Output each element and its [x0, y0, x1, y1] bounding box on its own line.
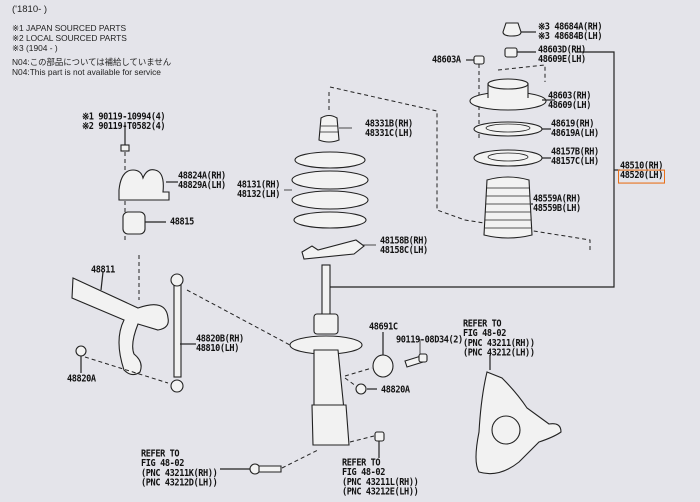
part-number: 48158C(LH)	[380, 245, 428, 257]
refer-text: REFER TO	[463, 318, 502, 330]
callout-stabilizer-bar[interactable]: 48811	[91, 264, 115, 276]
part-number: 48619A(LH)	[551, 128, 599, 140]
explode-outline	[329, 86, 591, 250]
stabilizer-bracket-icon	[118, 169, 178, 201]
explode-outline-top	[497, 64, 546, 82]
part-number: 48820A	[67, 373, 96, 385]
part-number: 48603A	[432, 54, 461, 66]
part-number: 48132(LH)	[237, 189, 280, 201]
callout-nut-cap[interactable]: ※3 48684A(RH) ※3 48684B(LH)	[538, 21, 603, 43]
steering-knuckle-icon	[475, 355, 562, 475]
callout-bracket-bolts[interactable]: ※1 90119-10994(4) ※2 90119-T0582(4)	[82, 111, 166, 133]
part-number: 48829A(LH)	[178, 180, 226, 192]
pnc-number: (PNC 43212E(LH))	[342, 487, 419, 498]
upper-nut-icon	[504, 47, 536, 58]
stabilizer-bar-icon	[71, 255, 169, 376]
callout-cushion[interactable]: 48691C	[369, 321, 398, 333]
callout-nut-48603a[interactable]: 48603A	[432, 54, 461, 66]
part-number: 48609E(LH)	[538, 54, 586, 66]
part-number: 48811	[91, 264, 115, 276]
part-number: 48691C	[369, 321, 398, 333]
part-number: 90119-08D34(2)	[396, 334, 463, 346]
callout-link[interactable]: 48820B(RH) 48810(LH)	[196, 333, 244, 355]
callout-upper-support[interactable]: 48603(RH) 48609(LH)	[548, 90, 591, 112]
callout-refer-bolt-left[interactable]: REFER TO FIG 48-02 (PNC 43211K(RH)) (PNC…	[141, 448, 218, 489]
callout-lower-insulator[interactable]: 48158B(RH) 48158C(LH)	[380, 235, 428, 257]
part-number: 48157B(RH)	[551, 146, 599, 158]
part-number: 48609(LH)	[548, 100, 591, 112]
bump-stopper-icon	[318, 92, 352, 143]
part-number: ※3 48684A(RH)	[538, 21, 603, 33]
callout-nut-mid[interactable]: 48820A	[381, 384, 410, 396]
part-number: 48815	[170, 216, 194, 228]
highlighted-part-number[interactable]: 48520(LH)	[618, 169, 665, 184]
lower-insulator-icon	[301, 239, 376, 260]
boot-icon	[483, 176, 533, 239]
pnc-number: (PNC 43211L(RH))	[342, 477, 419, 489]
callout-boot[interactable]: 48559A(RH) 48559B(LH)	[533, 193, 581, 215]
callout-bearing[interactable]: 48619(RH) 48619A(LH)	[551, 118, 599, 140]
part-number: 48559A(RH)	[533, 193, 581, 205]
upper-support-icon	[469, 78, 555, 111]
note-japan-sourced: ※1 JAPAN SOURCED PARTS	[12, 23, 127, 33]
note-date-range-3: ※3 (1904 - )	[12, 43, 58, 53]
nut-left-icon	[75, 345, 87, 373]
part-number: 48559B(LH)	[533, 203, 581, 215]
part-number: 48603(RH)	[548, 90, 591, 102]
bolt-icon	[404, 339, 428, 368]
lower-bolt-right-icon	[349, 431, 385, 458]
refer-text: REFER TO	[342, 457, 381, 469]
callout-nut-left[interactable]: 48820A	[67, 373, 96, 385]
part-number: ※2 90119-T0582(4)	[82, 121, 166, 133]
strut-assy-bracket	[330, 51, 620, 288]
figure-link[interactable]: FIG 48-02	[463, 328, 506, 340]
pnc-number: (PNC 43212(LH))	[463, 348, 535, 359]
coil-spring-icon	[284, 151, 369, 229]
part-number: 48510(RH)	[620, 160, 663, 172]
figure-link[interactable]: FIG 48-02	[342, 467, 385, 479]
part-number: 48619(RH)	[551, 118, 594, 130]
callout-bushing[interactable]: 48815	[170, 216, 194, 228]
callout-strut-assy[interactable]: 48510(RH) 48520(LH)	[618, 160, 665, 184]
note-local-sourced: ※2 LOCAL SOURCED PARTS	[12, 33, 127, 43]
callout-upper-nut[interactable]: 48603D(RH) 48609E(LH)	[538, 44, 586, 66]
part-number: 48331B(RH)	[365, 118, 413, 130]
callout-bump-stopper[interactable]: 48331B(RH) 48331C(LH)	[365, 118, 413, 140]
date-range: ('1810- )	[12, 4, 48, 15]
lower-bolt-left-icon	[220, 449, 319, 475]
pnc-number: (PNC 43211(RH))	[463, 338, 535, 350]
note-n04-english: N04:This part is not available for servi…	[12, 67, 161, 77]
nut-mid-icon	[344, 377, 377, 395]
refer-text: REFER TO	[141, 448, 180, 460]
part-number: 48820A	[381, 384, 410, 396]
callout-bracket[interactable]: 48824A(RH) 48829A(LH)	[178, 170, 226, 192]
callout-coil-spring[interactable]: 48131(RH) 48132(LH)	[237, 179, 280, 201]
callout-refer-knuckle[interactable]: REFER TO FIG 48-02 (PNC 43211(RH)) (PNC …	[463, 318, 535, 359]
callout-upper-insulator[interactable]: 48157B(RH) 48157C(LH)	[551, 146, 599, 168]
part-number: 48820B(RH)	[196, 333, 244, 345]
part-number: 48131(RH)	[237, 179, 280, 191]
part-number: ※1 90119-10994(4)	[82, 111, 166, 123]
pnc-number: (PNC 43211K(RH))	[141, 468, 218, 480]
stabilizer-link-icon	[84, 273, 291, 393]
part-number: 48810(LH)	[196, 343, 239, 355]
part-number: 48158B(RH)	[380, 235, 428, 247]
stabilizer-bushing-icon	[122, 211, 166, 235]
part-number: 48603D(RH)	[538, 44, 586, 56]
part-number: 48157C(LH)	[551, 156, 599, 168]
callout-bolt-mid[interactable]: 90119-08D34(2)	[396, 334, 463, 346]
part-number: 48331C(LH)	[365, 128, 413, 140]
part-number: ※3 48684B(LH)	[538, 31, 603, 43]
pnc-number: (PNC 43212D(LH))	[141, 478, 218, 489]
bearing-icon	[473, 121, 551, 137]
figure-link[interactable]: FIG 48-02	[141, 458, 184, 470]
note-n04-japanese: N04:この部品については補給していません	[12, 57, 172, 67]
part-number: 48824A(RH)	[178, 170, 226, 182]
callout-refer-bolt-right[interactable]: REFER TO FIG 48-02 (PNC 43211L(RH)) (PNC…	[342, 457, 419, 498]
upper-insulator-icon	[473, 149, 551, 167]
cushion-icon	[344, 332, 394, 378]
nut-cap-icon	[502, 22, 536, 37]
shock-absorber-icon	[289, 264, 363, 446]
